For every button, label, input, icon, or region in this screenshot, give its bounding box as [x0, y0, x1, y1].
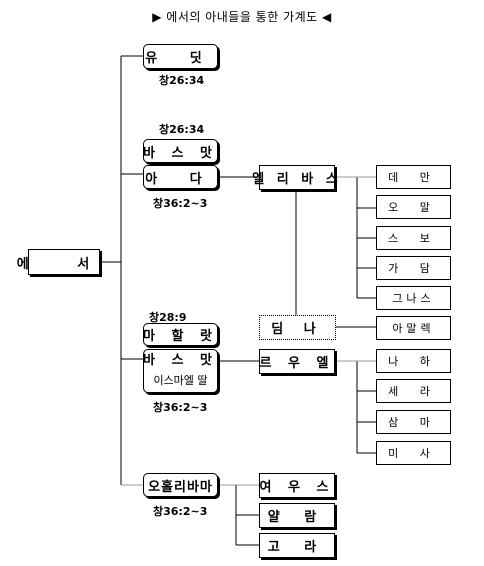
grandson-shammah-box: 삼 마: [376, 410, 451, 434]
grandson-nahath-box: 나 하: [376, 349, 451, 373]
diagram-title: ▶ 에서의 아내들을 통한 가계도 ◀: [152, 10, 332, 24]
wife-mahalath-box: 마 할 랏: [143, 323, 218, 346]
basemath2-name: 바 스 맛: [143, 353, 218, 368]
grandson-zerah-box: 세 라: [376, 379, 451, 403]
grandson-omar-box: 오 말: [376, 195, 451, 219]
wife-basemath1-box: 바 스 맛: [143, 139, 218, 163]
wife-judith-box: 유 딧: [143, 44, 218, 69]
son-eliphaz-box: 엘 리 바 스: [252, 165, 338, 190]
wife-oholibamah-box: 오홀리바마: [143, 473, 218, 497]
oholibamah-reference: 창36:2~3: [153, 505, 208, 518]
basemath1-reference: 창26:34: [159, 123, 205, 136]
wife-basemath2-box: 바 스 맛 이스마엘 딸: [143, 349, 218, 393]
judith-reference: 창26:34: [159, 74, 205, 87]
son-jalam-box: 얄 람: [259, 503, 335, 528]
grandson-teman-box: 데 만: [376, 165, 451, 189]
adah-reference: 창36:2~3: [153, 197, 208, 210]
son-korah-box: 고 라: [259, 533, 335, 558]
son-reuel-box: 르 우 엘: [259, 349, 335, 374]
son-jeush-box: 여 우 스: [259, 473, 335, 498]
grandson-amalek-box: 아말렉: [376, 316, 451, 340]
basemath2-reference: 창36:2~3: [153, 401, 208, 414]
wife-adah-box: 아 다: [143, 165, 218, 189]
esau-box: 에 서: [17, 249, 100, 275]
grandson-mizzah-box: 미 사: [376, 441, 451, 465]
grandson-zepho-box: 스 보: [376, 226, 451, 250]
basemath2-note: 이스마엘 딸: [153, 374, 208, 387]
concubine-timna-box: 딤 나: [259, 315, 336, 340]
mahalath-reference: 창28:9: [149, 311, 187, 324]
grandson-kenaz-box: 그나스: [376, 286, 451, 310]
grandson-gatam-box: 가 담: [376, 256, 451, 280]
